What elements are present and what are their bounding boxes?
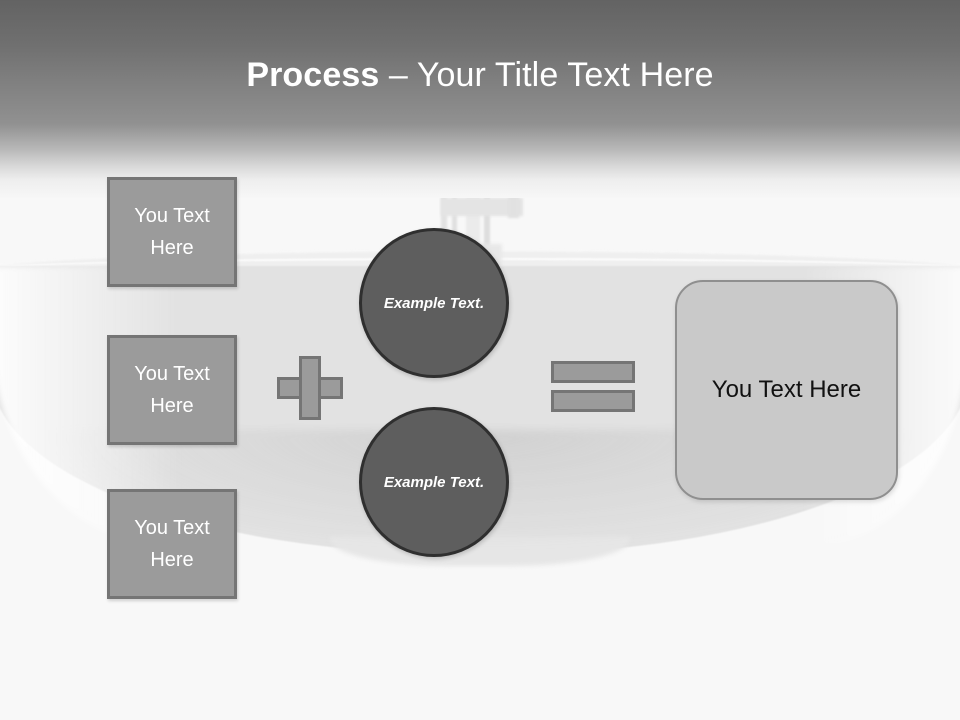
- input-box-2-label: You Text Here: [134, 363, 210, 417]
- example-circle-1[interactable]: Example Text.: [359, 228, 509, 378]
- header-band: [0, 0, 960, 198]
- result-box-label: You Text Here: [711, 376, 862, 403]
- example-circle-2[interactable]: Example Text.: [359, 407, 509, 557]
- input-box-1-label: You Text Here: [134, 205, 210, 259]
- input-box-1[interactable]: You Text Here: [107, 177, 237, 287]
- equals-icon: [551, 361, 635, 413]
- slide-title-rest: – Your Title Text Here: [379, 56, 714, 94]
- faucet-spout-icon: [441, 198, 523, 216]
- example-circle-1-label: Example Text.: [383, 294, 485, 312]
- slide-title: Process – Your Title Text Here: [0, 54, 960, 96]
- equals-top-bar: [551, 361, 635, 383]
- input-box-3-label: You Text Here: [134, 517, 210, 571]
- result-box[interactable]: You Text Here: [675, 280, 898, 500]
- slide-title-strong: Process: [246, 56, 380, 94]
- example-circle-2-label: Example Text.: [383, 473, 485, 491]
- input-box-3[interactable]: You Text Here: [107, 489, 237, 599]
- plus-icon: [277, 356, 343, 420]
- faucet-riser-icon: [508, 186, 519, 218]
- plus-center-patch: [302, 380, 318, 396]
- equals-bottom-bar: [551, 390, 635, 412]
- input-box-2[interactable]: You Text Here: [107, 335, 237, 445]
